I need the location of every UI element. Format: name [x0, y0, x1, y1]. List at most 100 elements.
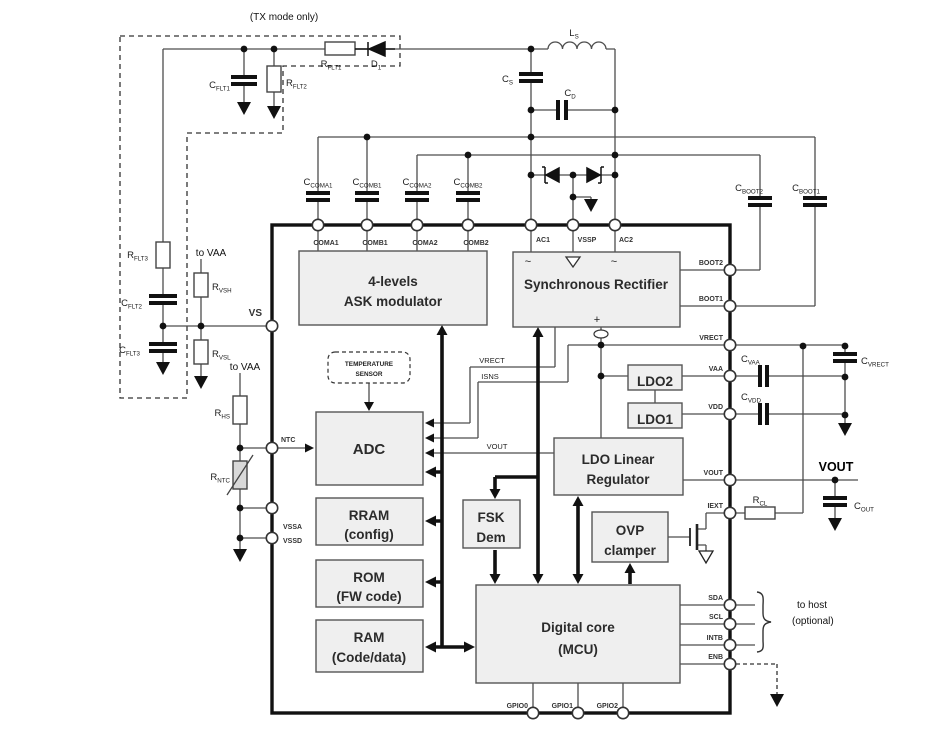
ram-title-2: (Code/data): [332, 650, 406, 665]
junction-dot: [569, 193, 577, 201]
wire-mosfet: [668, 512, 724, 551]
wire-boot-stubs: [680, 269, 724, 307]
cap-cvrect: [833, 352, 857, 363]
wire-trace-vrect: [432, 327, 556, 424]
pin-comb1: [360, 218, 374, 232]
arrow-adc-ntc: [305, 443, 314, 453]
pin-label-gpio0: GPIO0: [507, 703, 529, 710]
ac2-tilde: ~: [611, 256, 617, 268]
pin-label-gpio1: GPIO1: [552, 703, 574, 710]
pin-label-ac1: AC1: [536, 237, 550, 244]
cap-cboot2: [748, 196, 772, 207]
rntc-strike: [226, 454, 254, 496]
wire-tank: [530, 48, 616, 111]
ground-arrows: [156, 102, 852, 707]
arrow-adc-isns: [425, 433, 434, 443]
wire-vrect-v: [600, 345, 628, 438]
pin-vssd: [265, 531, 279, 545]
signal-arrowheads: [305, 402, 434, 458]
ground-arrow: [237, 102, 251, 115]
pin-label-comb2: COMB2: [463, 240, 488, 247]
pin-label-enb: ENB: [708, 654, 723, 661]
pin-label-vdd: VDD: [708, 404, 723, 411]
ac1-tilde: ~: [525, 256, 531, 268]
rom-title-2: (FW code): [336, 589, 401, 604]
ldo2-title: LDO2: [637, 374, 673, 389]
wire-top-pin-stubs: [317, 231, 616, 257]
signal-vout: VOUT: [487, 442, 508, 451]
label-rvsl: RVSL: [212, 349, 231, 362]
ground-arrow: [828, 518, 842, 531]
pin-label-vaa: VAA: [709, 366, 723, 373]
wire-gpio: [532, 683, 624, 707]
block-rom: [315, 559, 424, 608]
block-ram: [315, 619, 424, 673]
junction-dot: [159, 322, 167, 330]
arrow-adc-vrect: [425, 418, 434, 428]
cap-cflt1: [231, 75, 257, 86]
wire-cboot2: [736, 207, 761, 271]
arrow-ldo-core: [572, 574, 584, 584]
pin-vrect: [723, 338, 737, 352]
resistor-rflt1: [324, 41, 356, 56]
component-labels: CFLT1 RFLT2 RFLT1 D1 LS CS CD CCOMA1 CCO…: [119, 28, 889, 514]
resistor-rflt2: [266, 65, 282, 93]
ovp-mosfet: [689, 524, 715, 565]
signal-vrect: VRECT: [479, 356, 505, 365]
ground-arrow: [838, 423, 852, 436]
temp-title-1: TEMPERATURE: [345, 361, 394, 368]
pin-enb: [723, 657, 737, 671]
pin-ntc: [265, 441, 279, 455]
ic-outline: [270, 223, 732, 715]
label-cs: CS: [502, 74, 513, 87]
arrow-core-ldo: [572, 496, 584, 506]
block-temp-sensor: [327, 351, 411, 384]
cap-ccomb2: [456, 191, 480, 202]
arrow-into-ask: [436, 325, 448, 335]
block-adc: [315, 411, 424, 486]
pin-vs: [265, 319, 279, 333]
rectifier-plus: +: [594, 314, 600, 326]
pin-label-vssa: VSSA: [283, 524, 302, 531]
arrow-into-sync: [532, 327, 544, 337]
label-ccoma2: CCOMA2: [403, 177, 432, 190]
junction-dot: [197, 322, 205, 330]
junction-dot: [831, 476, 839, 484]
mosfet-source-ground: [697, 550, 715, 565]
cap-cvdd: [758, 403, 769, 425]
block-sync-rectifier: [512, 251, 681, 328]
junction-dot: [527, 45, 535, 53]
junction-dot: [597, 341, 605, 349]
block-rram: [315, 497, 424, 546]
wire-host: [680, 604, 755, 665]
signal-isns: ISNS: [481, 372, 499, 381]
junction-dots: [159, 45, 849, 542]
ground-arrow: [267, 106, 281, 119]
to-vaa-note-2: to VAA: [230, 362, 261, 373]
label-cvdd: CVDD: [741, 392, 761, 405]
junction-dot: [611, 106, 619, 114]
pin-vdd: [723, 407, 737, 421]
pin-sda: [723, 598, 737, 612]
ask-title-2: ASK modulator: [344, 294, 443, 309]
pin-gpio0: [526, 706, 540, 720]
pin-boot2: [723, 263, 737, 277]
label-cboot1: CBOOT1: [792, 183, 820, 196]
cap-cflt2: [149, 294, 177, 305]
pin-coma2: [410, 218, 424, 232]
core-title-1: Digital core: [541, 620, 615, 635]
ldo1-title: LDO1: [637, 412, 673, 427]
label-cout: COUT: [854, 501, 874, 514]
cap-cout: [823, 496, 847, 507]
tx-mode-dashed-box: [119, 35, 401, 399]
temp-title-2: SENSOR: [356, 371, 383, 378]
rram-title-1: RRAM: [349, 508, 390, 523]
junction-dot: [569, 171, 577, 179]
label-cflt1: CFLT1: [209, 80, 230, 93]
label-ls: LS: [569, 28, 578, 41]
arrow-into-ram: [425, 641, 436, 653]
current-sense-symbol: [593, 329, 609, 339]
pin-labels: COMA1 COMB1 COMA2 COMB2 AC1 VSSP AC2 NTC…: [281, 237, 724, 710]
pin-ac2: [608, 218, 622, 232]
cap-ccoma1: [306, 191, 330, 202]
